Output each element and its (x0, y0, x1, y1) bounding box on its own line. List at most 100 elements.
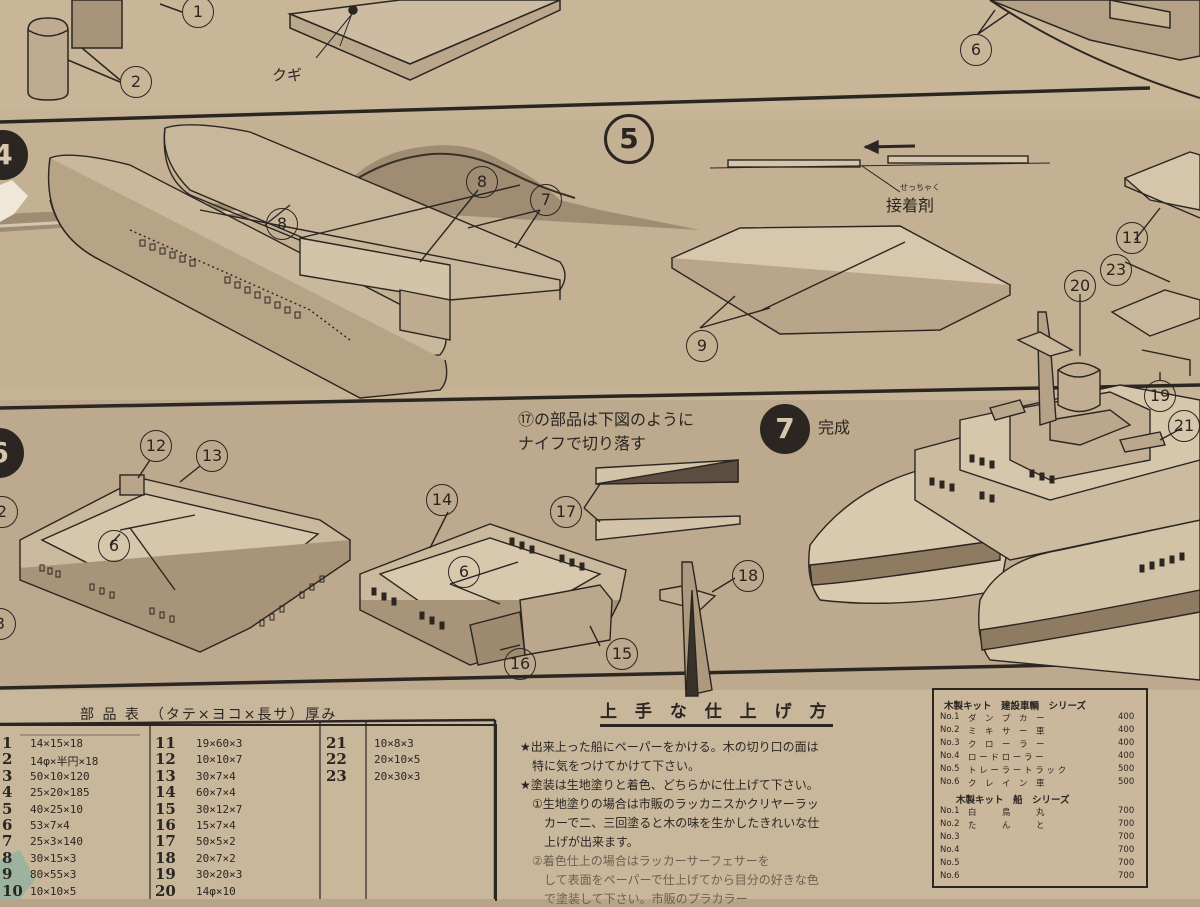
torn-edge-left (0, 180, 28, 222)
series-item-name: た ん と (968, 821, 1045, 831)
finishing-tips-title: 上 手 な 仕 上 げ 方 (600, 697, 833, 727)
callout-17: 17 (550, 496, 582, 528)
parts-row-dimension: 60×7×4 (196, 786, 236, 800)
parts-row-number: 2 (2, 750, 13, 769)
parts-row-dimension: 53×7×4 (30, 819, 70, 832)
parts-row-dimension: 10×10×5 (30, 884, 77, 898)
series-item-no: No.3 (940, 832, 960, 842)
divider-middle (0, 383, 1200, 410)
knife-note-line1: ⑰の部品は下図のように (518, 410, 695, 429)
completed-label: 完成 (818, 418, 851, 437)
callout-13: 13 (196, 440, 228, 472)
callout-9: 9 (686, 330, 718, 362)
parts-row-number: 8 (2, 848, 13, 867)
series-heading-construction: 木製キット 建設車輌 シリーズ (944, 701, 1087, 712)
series-item-price: 400 (1118, 751, 1135, 761)
parts-row-number: 1 (2, 734, 13, 752)
series-item-no: No.6 (940, 777, 960, 787)
step-5-marker: 5 (604, 114, 654, 164)
parts-row-number: 4 (2, 783, 13, 802)
series-item-price: 400 (1118, 725, 1135, 735)
series-item-price: 500 (1118, 764, 1135, 774)
parts-row-dimension: 30×20×3 (196, 868, 243, 882)
parts-row-dimension: 15×7×4 (196, 819, 236, 832)
series-item-name (968, 832, 977, 844)
parts-row-dimension: 20×7×2 (196, 851, 236, 865)
parts-row-dimension: 30×15×3 (30, 851, 77, 865)
series-item-no: No.5 (940, 764, 960, 774)
finishing-tip-line: して表面をペーパーで仕上げてから目分の好きな色 (520, 873, 819, 887)
step-7-marker: 7 (760, 404, 810, 454)
series-item-price: 700 (1118, 832, 1135, 842)
parts-row-number: 9 (2, 865, 13, 884)
callout-21: 21 (1168, 410, 1200, 442)
callout-12: 12 (140, 430, 172, 462)
callout-8-b: 8 (266, 208, 298, 240)
series-item-no: No.3 (940, 738, 960, 748)
parts-row-number: 21 (326, 734, 347, 752)
callout-2: 2 (120, 66, 152, 98)
series-item-price: 400 (1118, 738, 1135, 748)
parts-row-number: 12 (155, 750, 176, 769)
finishing-tip-line: 上げが出来ます。 (520, 835, 639, 849)
series-item-no: No.4 (940, 751, 960, 761)
series-item-no: No.2 (940, 819, 960, 829)
parts-row-number: 10 (2, 881, 23, 900)
parts-row-dimension: 19×60×3 (196, 737, 243, 750)
series-item-no: No.4 (940, 845, 960, 855)
parts-row-dimension: 14×15×18 (30, 737, 83, 750)
parts-row-dimension: 10×10×7 (196, 753, 243, 767)
callout-8-a: 8 (466, 166, 498, 198)
callout-6-left: 6 (98, 530, 130, 562)
callout-1: 1 (182, 0, 214, 28)
parts-row-number: 3 (2, 766, 13, 785)
series-item-price: 700 (1118, 871, 1135, 881)
parts-row-dimension: 25×20×185 (30, 786, 90, 800)
parts-row-number: 19 (155, 865, 176, 884)
step4-hull-drawing (47, 124, 566, 399)
callout-11: 11 (1116, 222, 1148, 254)
knife-note-line2: ナイフで切り落す (518, 434, 647, 453)
glue-label: 接着剤 (886, 196, 935, 215)
parts-row-number: 13 (155, 766, 176, 785)
series-item-name: ト レ ー ラ ー ト ラ ッ ク (968, 766, 1067, 776)
parts-row-number: 23 (326, 766, 347, 785)
series-item-price: 500 (1118, 777, 1135, 787)
series-item-name: 白 鳥 丸 (968, 808, 1045, 818)
parts-row-number: 5 (2, 799, 13, 818)
step7-ship-drawing (808, 151, 1200, 681)
callout-14: 14 (426, 484, 458, 516)
series-item-no: No.2 (940, 725, 960, 735)
callout-18: 18 (732, 560, 764, 592)
glue-ruby: せっちゃく (900, 183, 940, 192)
series-item-name (968, 871, 977, 883)
parts-row-dimension: 10×8×3 (374, 737, 414, 750)
series-item-no: No.6 (940, 871, 960, 881)
parts-row-dimension: 30×7×4 (196, 769, 236, 783)
series-item-name: ク ロ ー ラ ー (968, 740, 1045, 750)
label-kugi-nail: クギ (272, 66, 303, 84)
series-item-name: ロ ー ド ロ ー ラ ー (968, 753, 1044, 763)
divider-bottom (0, 660, 1200, 690)
series-item-price: 700 (1118, 819, 1135, 829)
parts-row-dimension: 50×10×120 (30, 769, 90, 783)
parts-row-number: 18 (155, 848, 176, 867)
step3-parts (27, 0, 1200, 101)
step5-drawing (670, 139, 1051, 335)
parts-row-dimension: 20×30×3 (374, 769, 421, 783)
parts-row-dimension: 25×3×140 (30, 835, 83, 849)
parts-table-title: 部 品 表 （タテ×ヨコ×長サ）厚み (80, 707, 338, 723)
finishing-tip-line: ★塗装は生地塗りと着色、どちらかに仕上げて下さい。 (520, 778, 819, 792)
series-item-no: No.1 (940, 806, 960, 816)
callout-16: 16 (504, 648, 536, 680)
series-item-no: No.5 (940, 858, 960, 868)
series-item-price: 400 (1118, 712, 1135, 722)
parts-row-dimension: 14φ×10 (196, 884, 236, 898)
callout-20: 20 (1064, 270, 1096, 302)
parts-row-number: 17 (155, 832, 176, 851)
series-item-name: ミ キ サ ー 車 (968, 727, 1045, 737)
callout-23: 23 (1100, 254, 1132, 286)
